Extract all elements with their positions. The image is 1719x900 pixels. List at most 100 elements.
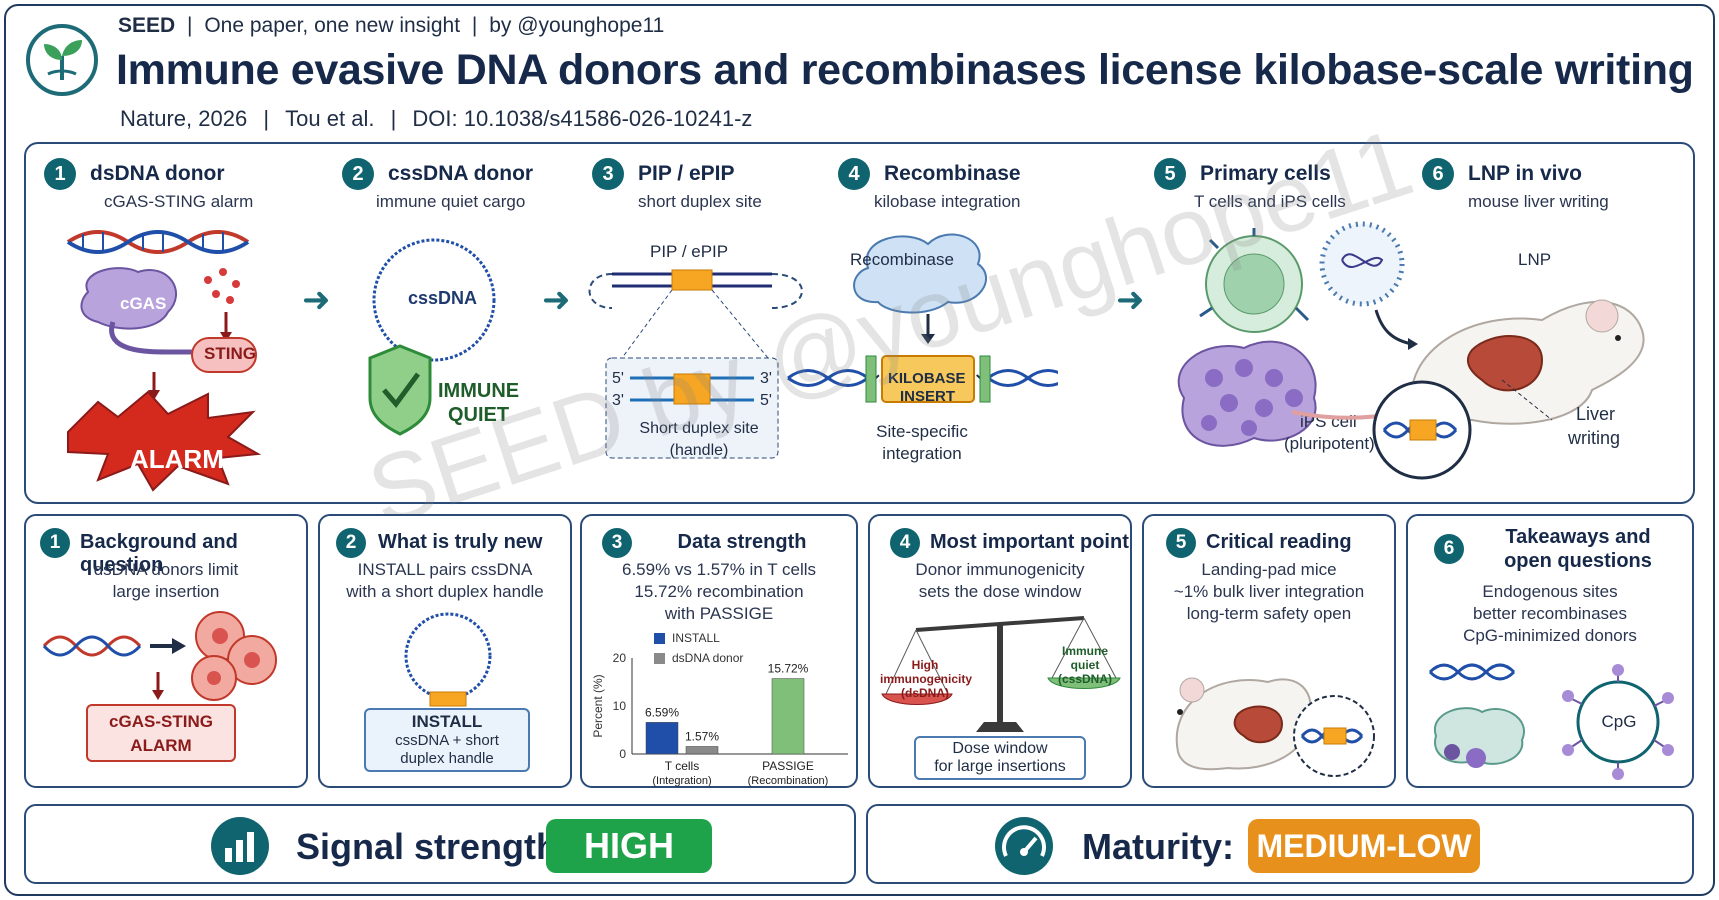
step-number: 2	[342, 158, 374, 190]
card-line: sets the dose window	[918, 582, 1082, 601]
citation-journal: Nature, 2026	[120, 106, 248, 131]
legend-label: INSTALL	[672, 631, 720, 645]
high-immunogenicity-label: High immunogenicity (dsDNA)	[880, 658, 972, 700]
arrow-right-icon: ➜	[1116, 281, 1145, 319]
card-background: 1 Background and question dsDNA donors l…	[24, 514, 308, 788]
short-duplex-site-illustration	[588, 269, 803, 459]
box-line: cGAS-STING	[109, 712, 213, 731]
sting-label: STING	[204, 344, 256, 363]
label-line: High	[911, 658, 939, 672]
card-data-strength: 3 Data strength 6.59% vs 1.57% in T cell…	[580, 514, 858, 788]
bar-chart-icon	[211, 817, 269, 875]
tagline-separator: |	[471, 14, 478, 37]
x-group-sublabel: (Recombination)	[748, 775, 829, 787]
card-title: Critical reading	[1206, 531, 1352, 553]
box-line: ALARM	[130, 736, 192, 755]
card-most-important: 4 Most important point Donor immunogenic…	[868, 514, 1132, 788]
t-cell-ips-cell-illustration	[1177, 228, 1317, 447]
handle-label: (handle)	[669, 442, 729, 459]
lnp-mouse-liver-illustration	[1291, 221, 1645, 480]
signal-strength-row: Signal strength: HIGH	[24, 804, 856, 884]
card-title: Background and question	[80, 531, 238, 576]
kilobase-label: KILOBASE	[888, 370, 966, 387]
recombinase-label: Recombinase	[850, 250, 954, 269]
cgas-label: cGAS	[120, 294, 167, 313]
balance-scale-icon	[881, 616, 1121, 732]
dose-window-box: Dose window for large insertions	[914, 736, 1086, 780]
card-number: 2	[336, 528, 366, 558]
integration-label: integration	[882, 444, 962, 463]
step-subtitle: mouse liver writing	[1468, 192, 1609, 211]
page-title: Immune evasive DNA donors and recombinas…	[116, 46, 1694, 94]
bar	[645, 722, 679, 755]
card-number: 4	[890, 528, 920, 558]
card-line: INSTALL pairs cssDNA	[357, 560, 533, 579]
immune-label: IMMUNE	[438, 380, 520, 402]
y-tick-label: 10	[613, 699, 627, 713]
step-subtitle: kilobase integration	[874, 192, 1021, 211]
citation: Nature, 2026 | Tou et al. | DOI: 10.1038…	[120, 106, 752, 132]
card-title: open questions	[1504, 550, 1652, 572]
box-line: duplex handle	[400, 750, 494, 767]
step-subtitle: short duplex site	[638, 192, 762, 211]
citation-doi: DOI: 10.1038/s41586-026-10241-z	[412, 106, 753, 131]
pip-label: PIP / ePIP	[650, 242, 729, 261]
maturity-badge: MEDIUM-LOW	[1248, 819, 1480, 873]
tagline-author: by @younghope11	[489, 14, 665, 37]
label-line: Immune	[1061, 644, 1108, 658]
card-title: Data strength	[677, 531, 807, 553]
box-line: for large insertions	[934, 758, 1066, 775]
dsdna-to-cell-illustration	[42, 611, 277, 701]
card-line: Landing-pad mice	[1201, 560, 1337, 579]
card-number: 6	[1434, 534, 1464, 564]
cssdna-handle-illustration	[404, 612, 492, 707]
arrow-right-icon: ➜	[302, 281, 331, 319]
cssdna-label: cssDNA	[408, 288, 478, 308]
install-box: INSTALL cssDNA + short duplex handle	[364, 708, 530, 772]
page-frame	[4, 4, 1715, 896]
legend-label: dsDNA donor	[672, 651, 743, 665]
site-specific-label: Site-specific	[876, 422, 968, 441]
insert-label: INSERT	[900, 388, 956, 405]
arrow-right-icon: ➜	[542, 281, 571, 319]
three-prime-label: 3'	[760, 370, 772, 387]
bar-value-label: 1.57%	[685, 729, 719, 743]
box-line: cssDNA + short	[395, 732, 499, 749]
x-group-label: PASSIGE	[762, 759, 814, 773]
card-takeaways: 6 Takeaways and open questions Endogenou…	[1406, 514, 1694, 788]
citation-authors: Tou et al.	[285, 106, 375, 131]
recombinase-integration-illustration	[787, 233, 1058, 403]
cpg-label: CpG	[1601, 712, 1637, 731]
tagline-brand: SEED	[118, 14, 176, 37]
maturity-row: Maturity: MEDIUM-LOW	[866, 804, 1694, 884]
legend-swatch	[654, 653, 665, 664]
card-line: with a short duplex handle	[346, 582, 544, 601]
bar	[685, 746, 719, 755]
step-subtitle: cGAS-STING alarm	[104, 192, 254, 211]
three-prime-label: 3'	[612, 392, 624, 409]
step-title: PIP / ePIP	[638, 162, 735, 185]
step-number: 4	[838, 158, 870, 190]
pluripotent-label: (pluripotent)	[1284, 434, 1375, 453]
y-axis-label: Percent (%)	[591, 674, 605, 737]
card-title: What is truly new	[378, 531, 543, 553]
x-group-label: T cells	[665, 759, 699, 773]
bar	[771, 678, 805, 755]
immune-quiet-label: Immune quiet (cssDNA)	[1050, 644, 1120, 686]
dsdna-cgas-illustration	[66, 230, 262, 492]
signal-strength-badge: HIGH	[546, 819, 712, 873]
step-title: dsDNA donor	[90, 162, 225, 185]
signal-strength-label: Signal strength:	[296, 826, 571, 867]
step-subtitle: immune quiet cargo	[376, 192, 526, 211]
card-line: 15.72% recombination	[634, 582, 804, 601]
label-line: (cssDNA)	[1057, 672, 1112, 686]
card-line: 6.59% vs 1.57% in T cells	[621, 560, 817, 579]
y-tick-label: 20	[613, 651, 627, 665]
gauge-icon	[995, 817, 1053, 875]
step-number: 6	[1422, 158, 1454, 190]
bar-value-label: 6.59%	[645, 705, 679, 719]
liver-label: Liver	[1576, 404, 1616, 424]
step-subtitle: T cells and iPS cells	[1194, 192, 1346, 211]
card-number: 5	[1166, 528, 1196, 558]
